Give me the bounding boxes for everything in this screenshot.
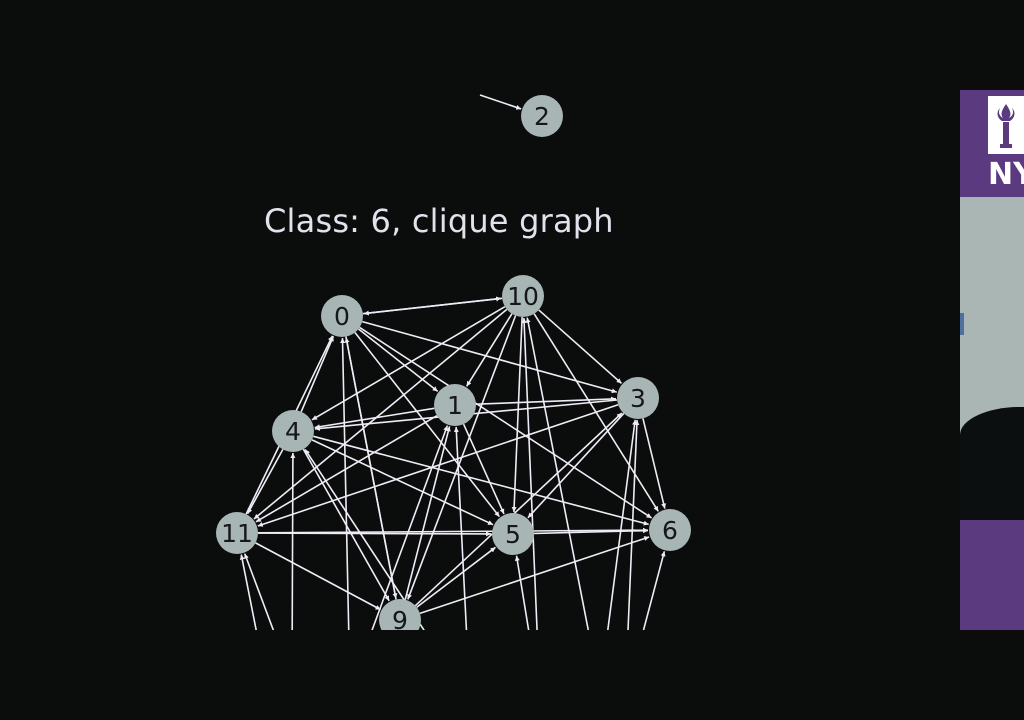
edge-10-3 <box>538 309 623 385</box>
torch-icon <box>988 96 1024 154</box>
edge-3-11 <box>257 403 619 527</box>
edge-0-1 <box>358 328 439 393</box>
edge-c-1 <box>453 426 468 630</box>
edge-f-6 <box>642 551 666 630</box>
edge-3-6 <box>642 418 667 509</box>
graph-node-3: 3 <box>617 377 659 419</box>
node-label: 6 <box>662 516 678 545</box>
node-circle <box>649 509 691 551</box>
video-frame: 0 1 2 3 4 5 6 9 10 11 Class: 6, clique graph <box>216 94 691 630</box>
edge-9-5 <box>416 546 496 608</box>
graph-node-1: 1 <box>434 384 476 426</box>
node-circle <box>617 377 659 419</box>
node-circle <box>379 599 421 630</box>
edge-4-11 <box>246 449 284 515</box>
edge-10-1 <box>465 313 513 387</box>
edge-1-5 <box>462 423 505 515</box>
node-circle <box>502 275 544 317</box>
edge-0-5 <box>354 332 501 518</box>
brand-footer <box>960 520 1024 630</box>
graph-node-2: 2 <box>521 95 563 137</box>
edge-4-0 <box>300 335 335 412</box>
edge-5-6 <box>533 528 649 535</box>
edge-11-6 <box>257 527 649 534</box>
edge-b-0 <box>340 337 350 630</box>
edge-10-11 <box>253 308 508 520</box>
presenter-video <box>960 197 1024 520</box>
node-circle <box>321 295 363 337</box>
edge-d-10 <box>521 317 538 630</box>
node-label: 5 <box>505 520 521 549</box>
node-label: 9 <box>392 606 408 630</box>
edge-9-3 <box>414 412 623 607</box>
edge-f-3 <box>627 419 640 630</box>
graph-title: Class: 6, clique graph <box>264 202 614 240</box>
node-circle <box>521 95 563 137</box>
edge-1-3 <box>475 396 617 405</box>
edge-a-11 <box>243 553 275 630</box>
brand-logo-text: NY <box>988 157 1024 192</box>
edge-4-5 <box>311 439 494 526</box>
edge-e-3 <box>607 419 637 630</box>
edge-g-11 <box>239 554 257 630</box>
node-circle <box>434 384 476 426</box>
graph-node-5: 5 <box>492 513 534 555</box>
node-circle <box>216 512 258 554</box>
node-label: 3 <box>630 384 646 413</box>
presenter-panel: NY <box>960 90 1024 630</box>
node-label: 10 <box>507 282 539 311</box>
edge-10-5 <box>511 316 523 513</box>
edge-c-4 <box>304 448 425 630</box>
node-label: 1 <box>447 391 463 420</box>
node-circle <box>492 513 534 555</box>
edge-h-2 <box>479 94 522 110</box>
node-circle <box>272 410 314 452</box>
node-layer: 0 1 2 3 4 5 6 9 10 11 <box>216 95 691 630</box>
graph-node-11: 11 <box>216 512 258 554</box>
edge-11-9 <box>255 542 381 611</box>
edge-d-5 <box>514 555 530 630</box>
edge-4-6 <box>313 435 649 526</box>
edge-3-5 <box>527 412 625 519</box>
brand-header: NY <box>960 90 1024 197</box>
graph-node-10: 10 <box>502 275 544 317</box>
edge-10-0 <box>363 297 503 316</box>
edge-a-4 <box>290 452 296 630</box>
graph-node-0: 0 <box>321 295 363 337</box>
edge-e-10 <box>525 317 590 630</box>
edge-layer <box>239 94 667 630</box>
edge-9-1 <box>404 426 451 600</box>
graph-node-6: 6 <box>649 509 691 551</box>
node-label: 4 <box>285 417 301 446</box>
graph-canvas: 0 1 2 3 4 5 6 9 10 11 <box>216 94 691 630</box>
graph-node-4: 4 <box>272 410 314 452</box>
edge-1-4 <box>314 407 435 430</box>
presenter-silhouette <box>960 407 1024 520</box>
node-label: 2 <box>534 102 550 131</box>
edge-1-11 <box>255 414 438 523</box>
graph-node-9: 9 <box>379 599 421 630</box>
edge-b-1 <box>371 425 449 630</box>
node-label: 0 <box>334 302 350 331</box>
edge-0-3 <box>362 320 618 394</box>
node-label: 11 <box>221 519 253 548</box>
video-marker <box>960 313 964 335</box>
edge-0-6 <box>359 326 653 519</box>
